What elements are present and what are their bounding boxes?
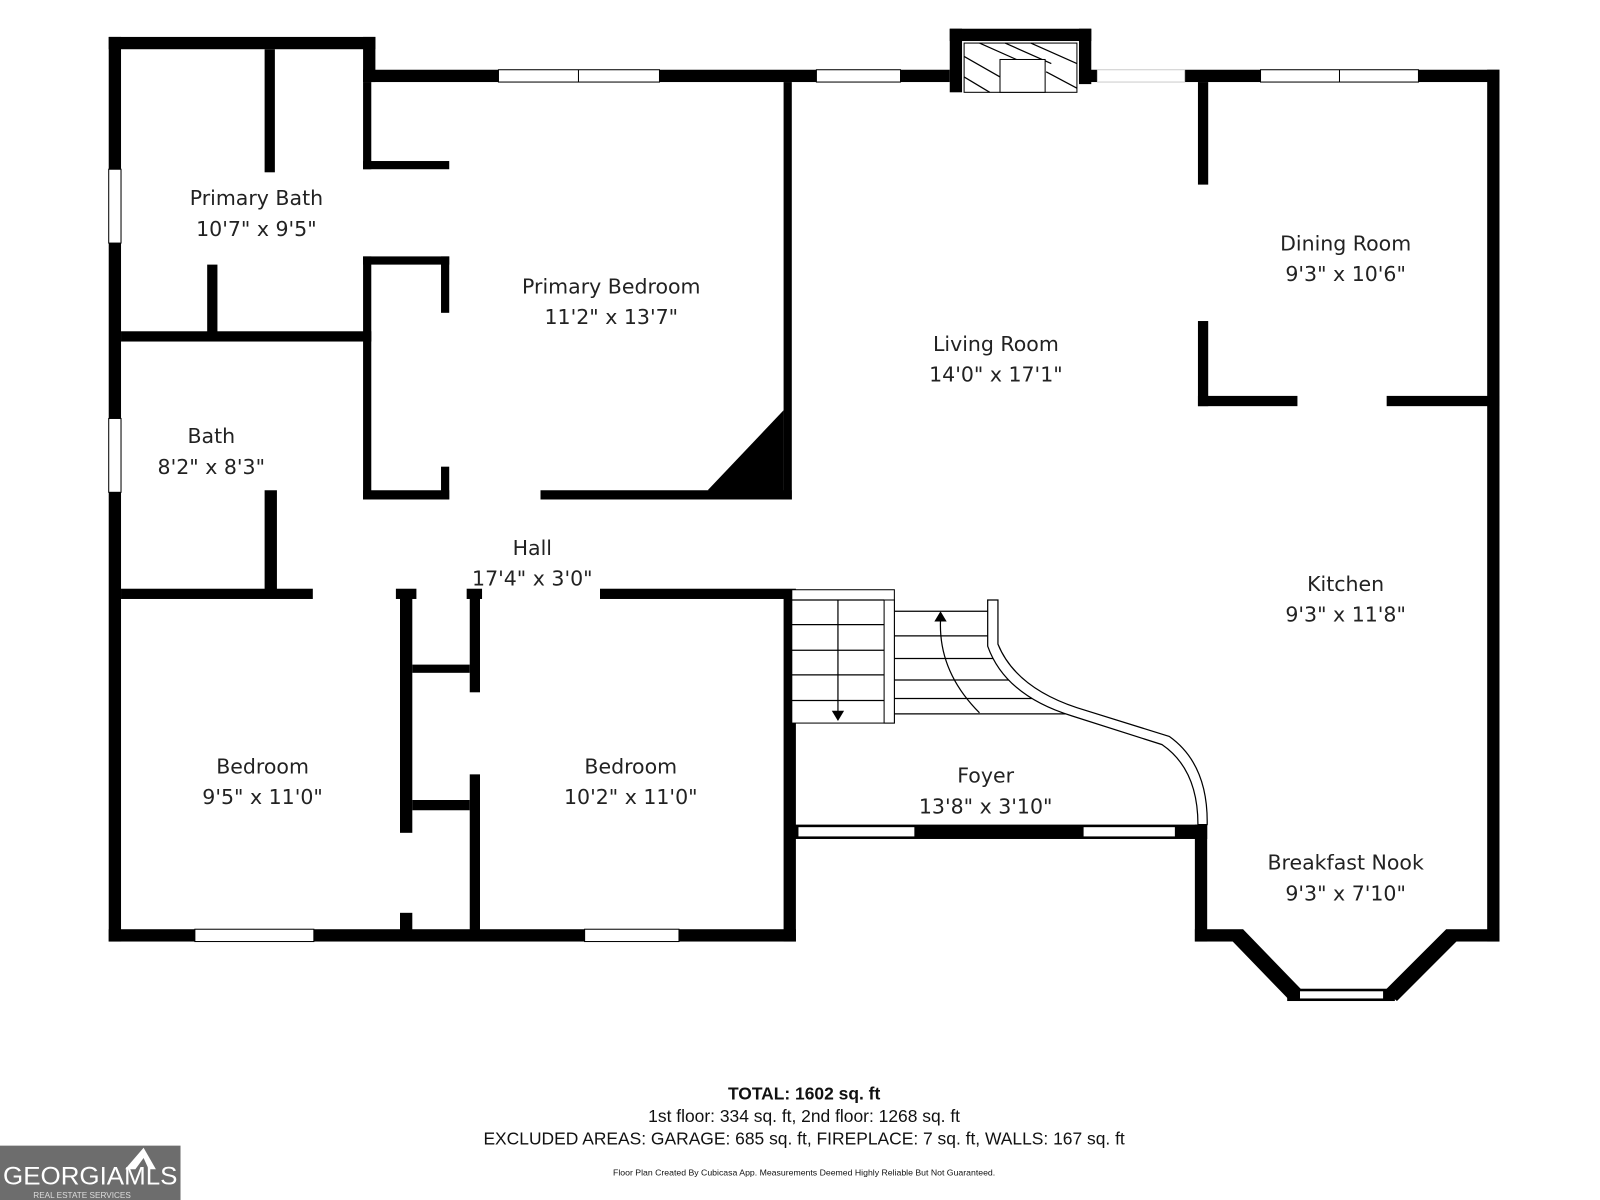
room-size: 9'3" x 10'6"	[1285, 262, 1406, 286]
room-name: Breakfast Nook	[1267, 851, 1424, 875]
georgiamls-logo: GEORGIAMLS REAL ESTATE SERVICES	[0, 1145, 181, 1200]
windows	[108, 69, 1419, 1000]
room-name: Kitchen	[1307, 572, 1384, 596]
room-size: 17'4" x 3'0"	[472, 567, 593, 591]
room-name: Bedroom	[216, 754, 309, 778]
room-size: 13'8" x 3'10"	[919, 794, 1053, 818]
room-name: Foyer	[957, 764, 1014, 788]
fireplace	[963, 42, 1078, 93]
roof-icon	[125, 1147, 156, 1170]
area-summary: TOTAL: 1602 sq. ft 1st floor: 334 sq. ft…	[483, 1083, 1124, 1177]
room-size: 8'2" x 8'3"	[158, 455, 265, 479]
total-area: TOTAL: 1602 sq. ft	[728, 1083, 881, 1103]
room-size: 9'3" x 7'10"	[1285, 882, 1406, 906]
room-name: Bath	[187, 424, 235, 448]
room-name: Primary Bedroom	[522, 274, 700, 298]
room-name: Dining Room	[1280, 231, 1411, 255]
logo-text: GEORGIAMLS	[3, 1164, 177, 1191]
excluded-areas: EXCLUDED AREAS: GARAGE: 685 sq. ft, FIRE…	[483, 1129, 1124, 1149]
room-size: 9'5" x 11'0"	[202, 785, 323, 809]
disclaimer: Floor Plan Created By Cubicasa App. Meas…	[613, 1167, 995, 1177]
room-size: 14'0" x 17'1"	[929, 363, 1063, 387]
stair-down-arrow-icon	[831, 710, 845, 722]
logo-subtext: REAL ESTATE SERVICES	[33, 1191, 131, 1200]
floor-areas: 1st floor: 334 sq. ft, 2nd floor: 1268 s…	[648, 1106, 960, 1126]
room-size: 11'2" x 13'7"	[545, 305, 679, 329]
room-name: Living Room	[933, 332, 1059, 356]
room-size: 10'7" x 9'5"	[196, 217, 317, 241]
staircase	[791, 589, 1208, 826]
room-name: Hall	[513, 536, 552, 560]
room-labels: Primary Bath 10'7" x 9'5" Primary Bedroo…	[158, 186, 1424, 905]
room-name: Primary Bath	[190, 186, 323, 210]
room-name: Bedroom	[584, 754, 677, 778]
room-size: 10'2" x 11'0"	[564, 785, 698, 809]
room-size: 9'3" x 11'8"	[1285, 603, 1406, 627]
stair-up-arrow-icon	[934, 611, 947, 622]
